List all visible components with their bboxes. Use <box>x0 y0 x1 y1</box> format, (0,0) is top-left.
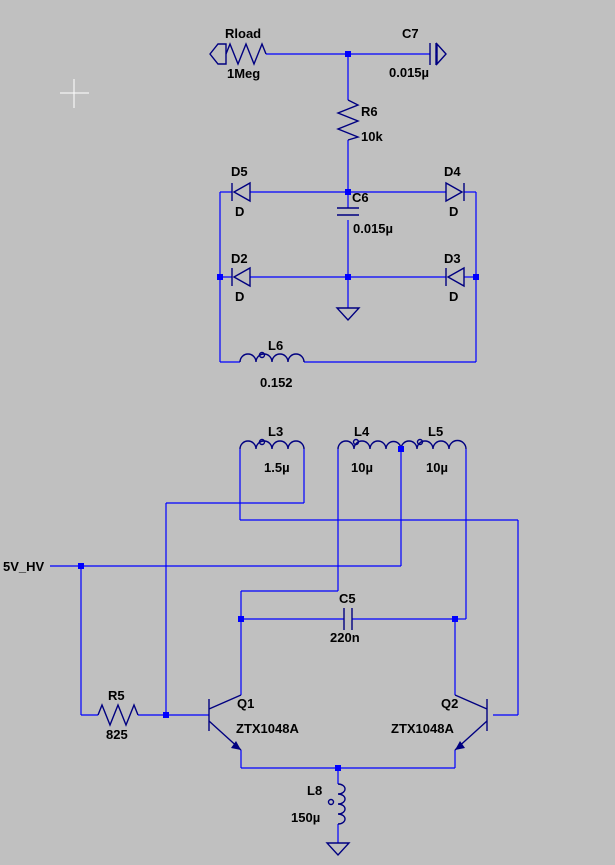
l5-inductor[interactable] <box>400 438 467 450</box>
d2-diode[interactable] <box>231 266 251 288</box>
r6-name: R6 <box>361 104 378 119</box>
r5-name: R5 <box>108 688 125 703</box>
q2-transistor[interactable] <box>454 694 488 751</box>
l5-value: 10µ <box>426 460 448 475</box>
r5-value: 825 <box>106 727 128 742</box>
junction-dots <box>78 51 479 771</box>
rload-resistor[interactable] <box>209 42 267 66</box>
q1-value: ZTX1048A <box>236 721 299 736</box>
d5-value: D <box>235 204 244 219</box>
l6-value: 0.152 <box>260 375 293 390</box>
l6-name: L6 <box>268 338 283 353</box>
d4-diode[interactable] <box>445 181 465 203</box>
r6-value: 10k <box>361 129 383 144</box>
d4-name: D4 <box>444 164 461 179</box>
r6-resistor[interactable] <box>336 99 361 141</box>
c5-value: 220n <box>330 630 360 645</box>
d5-name: D5 <box>231 164 248 179</box>
l3-value: 1.5µ <box>264 460 290 475</box>
l3-inductor[interactable] <box>239 438 305 450</box>
d5-diode[interactable] <box>231 181 251 203</box>
l4-inductor[interactable] <box>337 438 402 450</box>
l6-inductor[interactable] <box>239 351 305 363</box>
q2-name: Q2 <box>441 696 458 711</box>
c6-value: 0.015µ <box>353 221 393 236</box>
wires-bottom <box>50 449 519 843</box>
d3-value: D <box>449 289 458 304</box>
d2-name: D2 <box>231 251 248 266</box>
d3-diode[interactable] <box>445 266 465 288</box>
net-label-5v-hv: 5V_HV <box>3 559 45 574</box>
rload-value: 1Meg <box>227 66 260 81</box>
rload-name: Rload <box>225 26 261 41</box>
d2-value: D <box>235 289 244 304</box>
d3-name: D3 <box>444 251 461 266</box>
l8-inductor[interactable] <box>327 783 346 825</box>
ground-icon <box>335 307 361 322</box>
c6-capacitor[interactable] <box>337 207 359 216</box>
c5-name: C5 <box>339 591 356 606</box>
d4-value: D <box>449 204 458 219</box>
c5-capacitor[interactable] <box>343 608 353 630</box>
q2-value: ZTX1048A <box>391 721 454 736</box>
l4-value: 10µ <box>351 460 373 475</box>
q1-name: Q1 <box>237 696 254 711</box>
c6-name: C6 <box>352 190 369 205</box>
ground-icon-bottom <box>325 842 351 857</box>
c7-value: 0.015µ <box>389 65 429 80</box>
l8-name: L8 <box>307 783 322 798</box>
r5-resistor[interactable] <box>97 703 139 727</box>
c7-name: C7 <box>402 26 419 41</box>
c7-capacitor[interactable] <box>429 42 447 66</box>
l5-name: L5 <box>428 424 443 439</box>
q1-transistor[interactable] <box>208 694 242 751</box>
l4-name: L4 <box>354 424 370 439</box>
l3-name: L3 <box>268 424 283 439</box>
l8-value: 150µ <box>291 810 320 825</box>
crosshair-cursor-icon <box>60 79 89 108</box>
